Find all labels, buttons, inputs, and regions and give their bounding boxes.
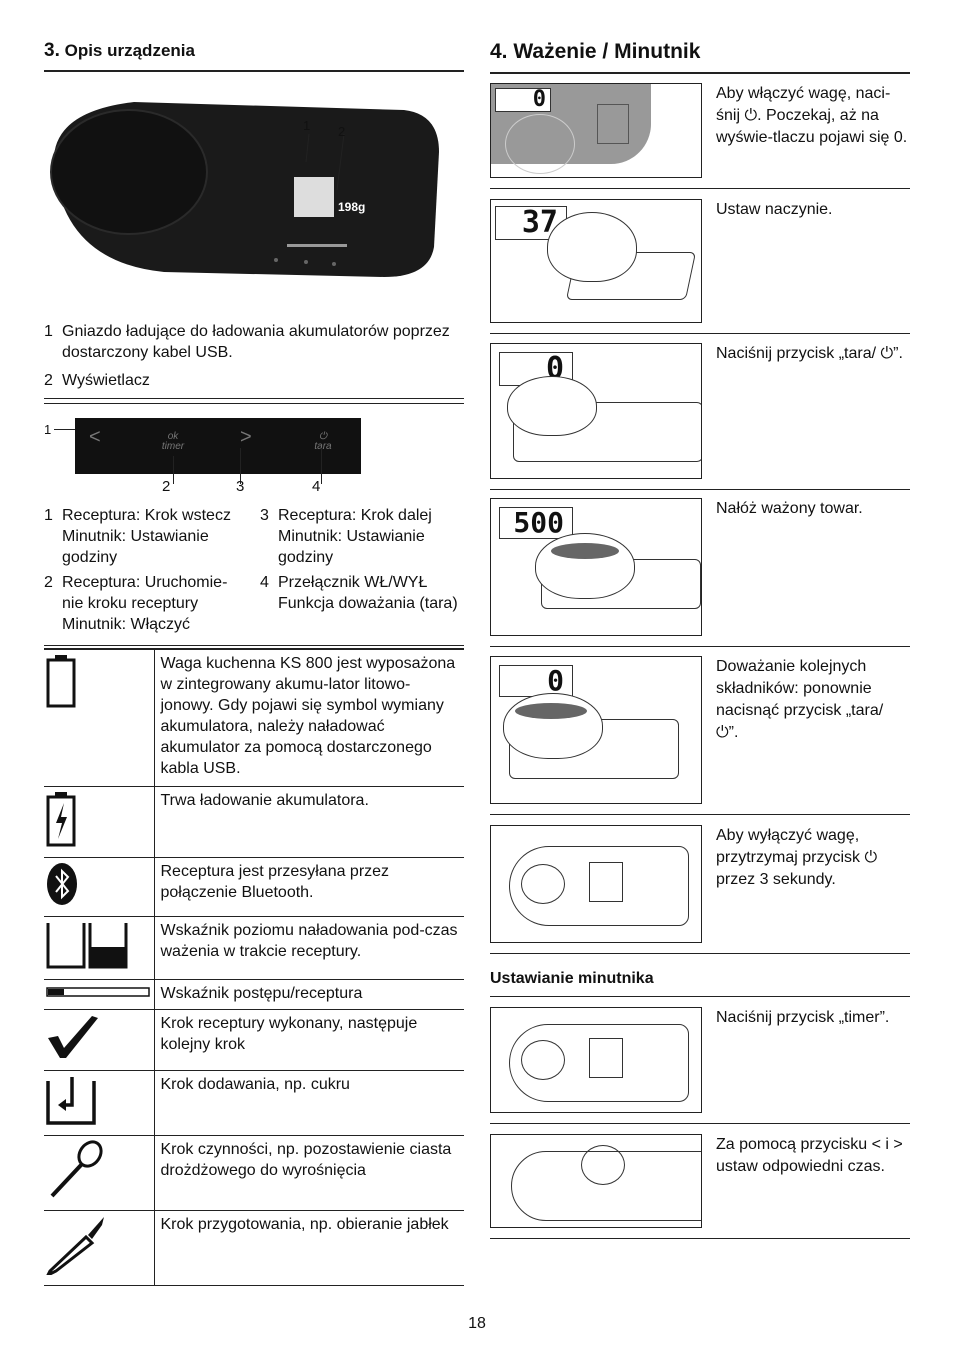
- table-row: Krok przygotowania, np. obieranie jabłek: [44, 1210, 464, 1286]
- timer-button-label: ok timer: [161, 431, 185, 452]
- control-panel-illustration: 1 < ok timer > ⏻ tara 2 3 4: [44, 404, 464, 499]
- table-row: Krok czynności, np. pozostawienie ciasta…: [44, 1135, 464, 1211]
- timer-step: Za pomocą przycisku < i > ustaw odpowied…: [490, 1124, 910, 1239]
- checkmark-icon: [48, 1015, 98, 1058]
- step-illustration: 0: [490, 83, 702, 178]
- table-row: Receptura jest przesyłana przez połączen…: [44, 857, 464, 917]
- control-panel: < ok timer > ⏻ tara: [75, 418, 361, 474]
- table-row: Krok receptury wykonany, następuje kolej…: [44, 1009, 464, 1071]
- knife-icon: [44, 1216, 104, 1278]
- table-row: Krok dodawania, np. cukru: [44, 1070, 464, 1136]
- table-row: Trwa ładowanie akumulatora.: [44, 786, 464, 858]
- table-row: Wskaźnik poziomu naładowania pod-czas wa…: [44, 916, 464, 980]
- weighing-step: 500 Nałóż ważony towar.: [490, 490, 910, 647]
- section-4-title: 4. Ważenie / Minutnik: [490, 40, 910, 74]
- battery-empty-icon: [46, 655, 76, 708]
- scale-display: 0: [495, 88, 551, 112]
- left-column: 3. Opis urządzenia 1 2 198g 1 Gniazdo ła…: [44, 40, 464, 1286]
- weighing-step: Aby wyłączyć wagę, przytrzymaj przycisk …: [490, 815, 910, 954]
- scale-top-view-icon: [50, 102, 439, 277]
- symbol-table: Waga kuchenna KS 800 jest wyposażona w z…: [44, 650, 464, 1286]
- page-number: 18: [468, 1315, 486, 1332]
- weighing-step: 0 Naciśnij przycisk „tara/ ⏻”.: [490, 334, 910, 490]
- table-row: Waga kuchenna KS 800 jest wyposażona w z…: [44, 650, 464, 787]
- progress-bar-icon: [46, 986, 150, 997]
- step-illustration: 0: [490, 656, 702, 804]
- add-step-icon: [46, 1076, 96, 1125]
- section-3-title: 3. Opis urządzenia: [44, 40, 464, 72]
- bluetooth-icon: [47, 862, 77, 905]
- next-button-label: >: [240, 426, 252, 448]
- right-column: 4. Ważenie / Minutnik 0 Aby włączyć wagę…: [490, 40, 910, 1239]
- tara-button-label: ⏻ tara: [314, 431, 332, 452]
- scale-display: 0: [499, 665, 573, 697]
- timer-heading: Ustawianie minutnika: [490, 954, 910, 997]
- step-illustration: 500: [490, 498, 702, 636]
- device-legend: 1 Gniazdo ładujące do ładowania akumulat…: [44, 321, 464, 391]
- list-item: 2 Wyświetlacz: [44, 372, 150, 389]
- weighing-step: 0 Doważanie kolejnych składników: ponown…: [490, 647, 910, 815]
- fill-level-icon: [46, 922, 128, 968]
- step-illustration: 0: [490, 343, 702, 479]
- scale-display: 500: [499, 507, 573, 539]
- timer-step: Naciśnij przycisk „timer”.: [490, 997, 910, 1124]
- list-item: 1 Gniazdo ładujące do ładowania akumulat…: [44, 323, 450, 361]
- whisk-icon: [50, 1139, 103, 1197]
- step-illustration: [490, 1134, 702, 1228]
- weighing-step: 37 Ustaw naczynie.: [490, 189, 910, 334]
- device-display-value: 198g: [338, 200, 366, 214]
- step-illustration: [490, 1007, 702, 1113]
- step-illustration: [490, 825, 702, 943]
- battery-charging-icon: [46, 791, 76, 846]
- table-row: Wskaźnik postępu/receptura: [44, 979, 464, 1010]
- device-illustration: 1 2 198g: [44, 72, 464, 282]
- step-illustration: 37: [490, 199, 702, 323]
- weighing-step: 0 Aby włączyć wagę, naci-śnij ⏻. Poczeka…: [490, 74, 910, 189]
- back-button-label: <: [89, 426, 101, 448]
